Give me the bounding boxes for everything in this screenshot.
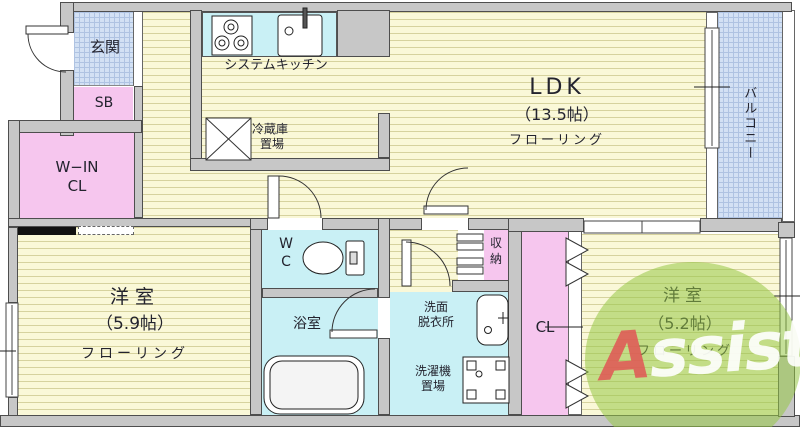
assist-logo-ellipse (585, 262, 800, 427)
wall (262, 288, 378, 298)
ldk-name: LDK (529, 75, 585, 100)
wall (190, 158, 390, 171)
bathtub-icon (263, 355, 365, 415)
bath-label: 浴室 (293, 316, 321, 332)
room-entrance (74, 12, 133, 86)
window-bedroom1-left (0, 302, 19, 398)
wc-label: W C (279, 236, 293, 270)
entrance-door (25, 25, 69, 73)
wall (337, 10, 390, 57)
room-closet (522, 230, 568, 415)
closet-symbol-filled (18, 227, 76, 235)
bedroom1-size: （5.9帖） (95, 314, 175, 334)
balcony-label: バルコニー (741, 85, 757, 161)
room-walk-in-closet (20, 133, 142, 218)
wc-door (267, 175, 322, 219)
ldk-floor: フローリング (508, 133, 605, 148)
room-bedroom1 (18, 227, 250, 415)
washroom-door (401, 239, 451, 287)
washroom-vestibule (390, 230, 458, 292)
wall (378, 113, 390, 158)
window-bedroom2-top (583, 220, 701, 234)
wall (134, 86, 143, 218)
entrance-step (133, 12, 143, 86)
washing-machine-icon (462, 356, 510, 404)
bedroom1-name: 洋室 (109, 286, 160, 308)
entrance-label: 玄関 (89, 38, 120, 56)
storage-label: 収 納 (489, 236, 502, 266)
room-balcony (718, 12, 782, 222)
bath-door (329, 288, 378, 339)
kitchen-label: システムキッチン (224, 58, 328, 73)
assist-logo-text: Assist (597, 304, 800, 397)
room-shoe-box (74, 87, 133, 120)
basin-icon (476, 294, 509, 346)
laundry-label: 洗濯機 置場 (414, 364, 451, 393)
walk-in-closet-label: W−IN CL (55, 158, 99, 195)
wall (250, 218, 268, 230)
sink-icon (277, 7, 323, 57)
bedroom1-floor: フローリング (81, 346, 189, 362)
wall (60, 70, 74, 136)
wall (378, 338, 390, 415)
wall (378, 218, 390, 298)
shoe-box-label: SB (94, 95, 114, 111)
fridge-icon (205, 117, 252, 161)
fridge-label: 冷蔵庫 置場 (252, 122, 289, 151)
room-storage (484, 230, 508, 280)
toilet-icon (302, 240, 365, 276)
closet-folding-door (545, 237, 590, 409)
closet-label: CL (535, 318, 555, 336)
storage-folding-door (456, 233, 484, 275)
ldk-size: （13.5帖） (515, 105, 599, 124)
window-ldk-balcony (694, 27, 730, 149)
washroom-label: 洗面 脱衣所 (417, 300, 454, 329)
hall-door (423, 167, 469, 215)
closet-symbol-dashed (78, 226, 134, 235)
wall (322, 218, 422, 230)
stove-icon (211, 15, 253, 56)
